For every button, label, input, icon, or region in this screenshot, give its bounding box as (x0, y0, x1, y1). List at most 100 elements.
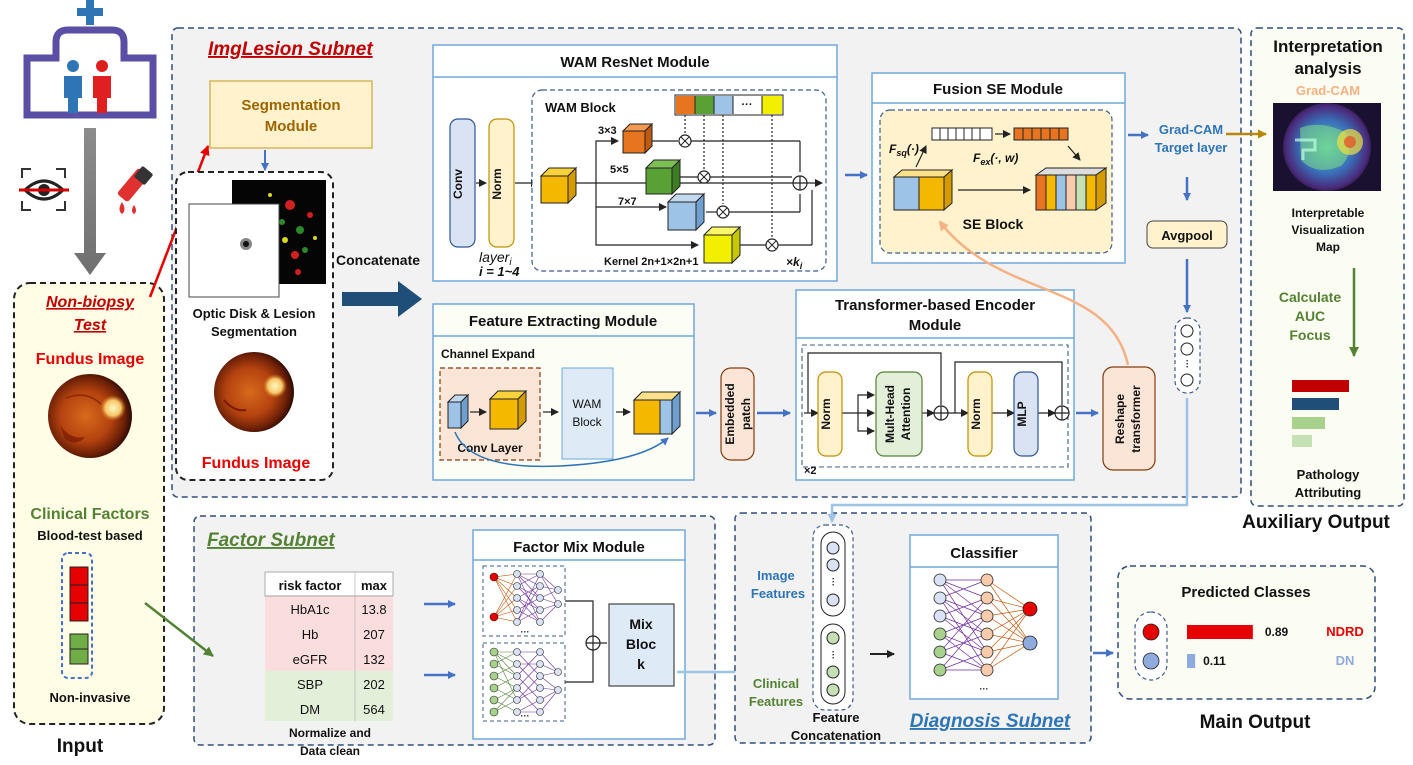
table-row-name: HbA1c (290, 602, 330, 617)
layer-label: layeri (479, 249, 512, 268)
input-caption: Input (57, 736, 104, 757)
fusion-se-title: Fusion SE Module (933, 81, 1063, 98)
reshape-label-2: transformer (1129, 385, 1143, 453)
feature-extracting-title: Feature Extracting Module (469, 313, 657, 330)
wam-yellow-cube (702, 225, 742, 265)
test-bars-icon (61, 552, 93, 679)
table-header-max: max (361, 578, 388, 593)
image-feature-nodes (826, 541, 840, 607)
interpretation-title: Interpretation (1273, 37, 1383, 56)
svg-text:···: ··· (1182, 360, 1192, 369)
hospital-icon (23, 0, 157, 119)
non-biopsy-title-2: Test (74, 317, 107, 334)
concatenate-arrow (342, 281, 422, 317)
mix-block (608, 603, 675, 687)
wam-repeat-label: ×ki (786, 255, 803, 271)
weight-vector (674, 94, 784, 116)
segmentation-label: Segmentation (241, 97, 340, 114)
class-node-ndrd (1142, 623, 1160, 641)
optic-disk-mask (188, 203, 280, 298)
segmentation-module (209, 80, 373, 149)
attribution-bars (1292, 380, 1349, 447)
wam-norm-label: Norm (490, 168, 504, 199)
image-features-label: Image (757, 568, 795, 583)
attention-label: Mult-Head (883, 385, 897, 443)
table-row-name: eGFR (293, 652, 328, 667)
table-header-risk: risk factor (279, 578, 342, 593)
se-block-label: SE Block (963, 216, 1024, 232)
class-label-ndrd: NDRD (1326, 624, 1364, 639)
blood-test-label: Blood-test based (37, 528, 143, 543)
auxiliary-output-caption: Auxiliary Output (1242, 512, 1390, 533)
wam-norm (488, 118, 515, 248)
table-row-value: 13.8 (361, 602, 386, 617)
pooled-vector: ··· (1174, 317, 1201, 394)
normalize-label: Normalize and (289, 726, 371, 740)
kernel-note: Kernel 2n+1×2n+1 (604, 256, 698, 268)
wam-green-cube (644, 158, 682, 196)
table-row-value: 207 (363, 627, 385, 642)
clinical-feature-vector (820, 623, 846, 705)
clinical-features-label: Clinical (753, 676, 799, 691)
encoder-lines (804, 352, 1063, 435)
table-row-name: Hb (302, 627, 319, 642)
excitation-vector (1013, 127, 1069, 141)
segmentation-label-2: Module (265, 118, 318, 135)
mix-join-lines (565, 600, 607, 683)
feature-concat-label-2: Concatenation (791, 728, 881, 743)
wam-orange-cube (621, 122, 654, 155)
seg-fundus-image (214, 352, 294, 432)
visualization-map-label: Interpretable (1292, 206, 1365, 220)
encoder-norm-2 (967, 371, 993, 457)
embedded-patch-label: Embedded (723, 383, 737, 444)
probability-bar-dn (1187, 654, 1196, 668)
layer-range: i = 1~4 (479, 264, 520, 279)
diagnosis-title: Diagnosis Subnet (910, 711, 1071, 732)
f-ex-label: Fex(·, w) (973, 151, 1018, 167)
transformer-title: Transformer-based Encoder (835, 297, 1035, 314)
encoder-norm-2-label: Norm (969, 398, 983, 429)
image-feature-vector (820, 531, 846, 617)
embedded-patch-box (720, 367, 755, 461)
interpretation-title-2: analysis (1294, 59, 1361, 78)
squeeze-vector (931, 127, 993, 141)
classifier-title: Classifier (950, 545, 1018, 562)
optic-disk-label: Optic Disk & Lesion (193, 306, 316, 321)
class-node-dn (1142, 652, 1160, 670)
predicted-classes-title: Predicted Classes (1181, 584, 1310, 601)
wam-block-title: WAM Block (545, 100, 617, 115)
optic-disk-label-2: Segmentation (211, 324, 297, 339)
clinical-feature-nodes (826, 631, 840, 697)
blood-test-icon (117, 166, 153, 214)
reshape-transformer-box (1102, 366, 1156, 471)
visualization-map-label-2: Visualization (1291, 223, 1364, 237)
table-row-value: 564 (363, 702, 385, 717)
table-row-value: 202 (363, 677, 385, 692)
calculate-label: Calculate (1279, 289, 1341, 305)
kernel-3x3-label: 3×3 (598, 125, 617, 137)
channel-expand-label: Channel Expand (441, 347, 535, 361)
f-sq-label: Fsq(·) (889, 142, 919, 158)
conv-layer-blue-cube (446, 393, 470, 430)
wam-blue-cube (666, 192, 706, 232)
se-block (879, 109, 1113, 254)
conv-layer-yellow-cube (488, 389, 528, 431)
image-features-label-2: Features (751, 586, 805, 601)
clinical-feature-ellipsis: ··· (828, 651, 838, 660)
transformer-title-2: Module (909, 317, 962, 334)
imglesion-title: ImgLesion Subnet (208, 39, 373, 60)
gradcam-label: Grad-CAM (1296, 83, 1360, 98)
factor-net-top-ellipsis: ··· (521, 627, 530, 637)
gradcam-heatmap (1273, 103, 1381, 191)
input-down-arrow (74, 128, 106, 275)
wam-input-cube (539, 166, 578, 205)
reshape-to-fusion-arrow (938, 220, 1130, 366)
non-invasive-label: Non-invasive (50, 690, 131, 705)
wam-block-small-label: WAM (573, 397, 602, 411)
table-row-name: DM (300, 702, 320, 717)
probability-score-ndrd: 0.89 (1265, 625, 1289, 639)
mix-block-label-3: k (637, 656, 645, 672)
input-fundus-label: Fundus Image (36, 351, 145, 368)
